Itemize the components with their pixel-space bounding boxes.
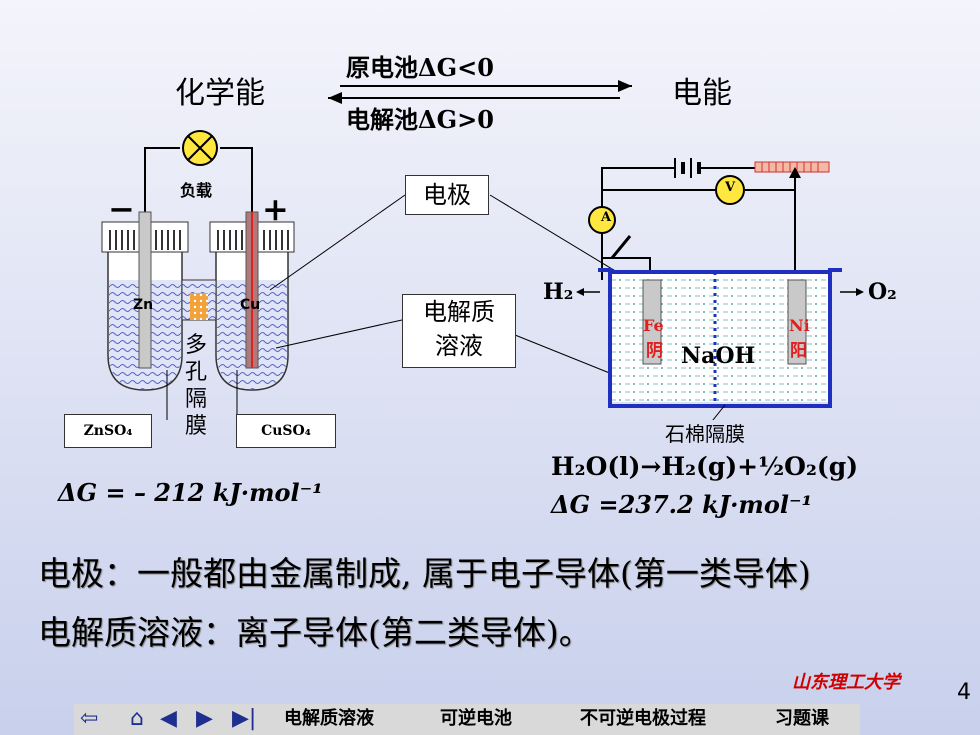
callout-electrode: 电极	[405, 175, 489, 215]
naoh-label: NaOH	[681, 343, 756, 369]
text-electrode-definition: 电极：一般都由金属制成, 属于电子导体(第一类导体)	[38, 554, 811, 593]
ammeter-symbol: A	[600, 210, 612, 225]
navigation-bar	[74, 704, 860, 735]
arrow-label-electrolytic: 电解池ΔG>0	[346, 105, 494, 134]
text-electrolyte-definition: 电解质溶液：离子导体(第二类导体)。	[38, 613, 592, 652]
next-icon[interactable]: ▶	[196, 706, 213, 731]
asbestos-membrane-label: 石棉隔膜	[665, 422, 745, 446]
callout-electrolyte-line1: 电解质	[423, 298, 495, 326]
load-label: 负载	[180, 181, 213, 200]
galvanic-delta-g: ΔG = – 212 kJ·mol⁻¹	[58, 478, 323, 507]
callout-electrolyte-line2: 溶液	[435, 332, 483, 360]
label-chemical-energy: 化学能	[175, 76, 265, 111]
ni-electrode-label: Ni	[789, 316, 810, 335]
page-number: 4	[957, 680, 971, 705]
home-icon[interactable]: ⌂	[130, 706, 144, 731]
porous-membrane-label: 多孔隔膜	[185, 333, 208, 439]
cathode-label: 阴	[646, 341, 663, 361]
double-arrow-diagram	[328, 80, 632, 104]
label-electric-energy: 电能	[672, 76, 732, 111]
exit-icon[interactable]: ⇦	[80, 706, 99, 731]
electrolytic-cell-diagram	[576, 158, 864, 420]
galvanic-cell-diagram	[101, 130, 295, 420]
cu-electrode-label: Cu	[240, 297, 261, 313]
anode-label: 阳	[790, 341, 807, 361]
prev-icon[interactable]: ◀	[160, 706, 177, 731]
electrolytic-delta-g: ΔG =237.2 kJ·mol⁻¹	[551, 490, 813, 519]
nav-irreversible-electrode[interactable]: 不可逆电极过程	[580, 708, 706, 729]
voltmeter-symbol: V	[724, 180, 736, 195]
o2-gas-label: O₂	[868, 279, 897, 305]
fe-electrode-label: Fe	[643, 316, 664, 335]
nav-exercise[interactable]: 习题课	[775, 708, 829, 729]
electrolysis-reaction: H₂O(l)→H₂(g)+½O₂(g)	[551, 452, 859, 481]
nav-electrolyte-solution[interactable]: 电解质溶液	[284, 708, 374, 729]
h2-gas-label: H₂	[543, 279, 574, 305]
positive-sign: +	[262, 190, 289, 228]
last-icon[interactable]: ▶|	[232, 706, 257, 731]
znso4-label: ZnSO₄	[64, 414, 152, 448]
cuso4-label: CuSO₄	[236, 414, 336, 448]
nav-reversible-cell[interactable]: 可逆电池	[440, 708, 512, 729]
negative-sign: −	[108, 190, 135, 228]
arrow-label-galvanic: 原电池ΔG<0	[346, 53, 494, 82]
callout-electrolyte: 电解质 溶液	[402, 294, 516, 368]
university-logo: 山东理工大学	[792, 672, 900, 693]
zn-electrode-label: Zn	[133, 297, 154, 313]
